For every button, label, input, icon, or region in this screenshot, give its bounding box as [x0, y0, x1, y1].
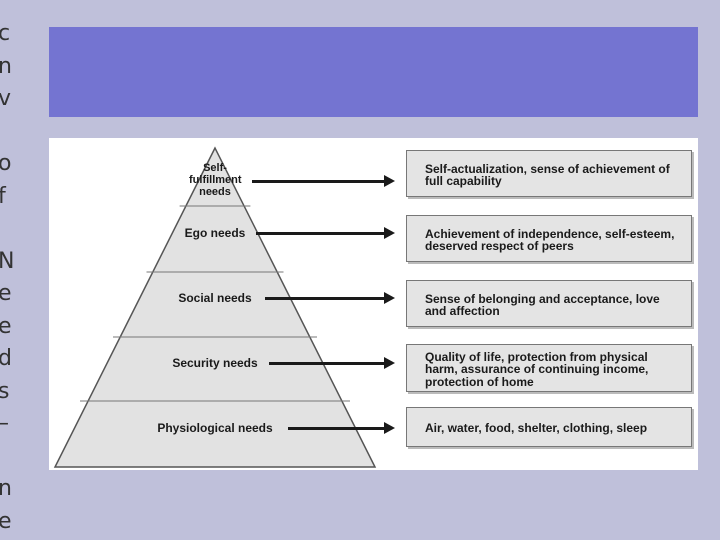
description-box-ego: Achievement of independence, self-esteem… — [406, 215, 692, 262]
arrow-right-icon — [265, 292, 395, 304]
side-char — [0, 116, 22, 149]
side-char — [0, 441, 22, 474]
side-char: – — [0, 408, 22, 441]
description-box-physiological: Air, water, food, shelter, clothing, sle… — [406, 407, 692, 447]
description-text: Quality of life, protection from physica… — [425, 349, 649, 389]
slide-title-bar — [49, 27, 698, 117]
arrow-right-icon — [269, 357, 395, 369]
side-char: v — [0, 86, 12, 111]
side-char: n — [0, 53, 12, 79]
level-label-physiological: Physiological needs — [157, 421, 273, 435]
side-char: o — [0, 151, 12, 176]
description-box-self-fulfillment: Self-actualization, sense of achievement… — [406, 150, 692, 197]
description-text: Sense of belonging and acceptance, love … — [425, 291, 660, 318]
level-label-social: Social needs — [178, 291, 252, 305]
side-char: e — [0, 508, 12, 534]
arrow-right-icon — [256, 227, 395, 239]
pyramid-shape — [53, 146, 377, 468]
side-char: c — [0, 21, 11, 46]
description-text: Achievement of independence, self-esteem… — [425, 226, 675, 253]
side-char: N — [0, 248, 15, 274]
description-text: Air, water, food, shelter, clothing, sle… — [425, 421, 648, 436]
description-box-social: Sense of belonging and acceptance, love … — [406, 280, 692, 327]
level-label-self-fulfillment: Self-fulfillment needs — [189, 162, 242, 198]
maslow-hierarchy-diagram: Self-fulfillment needs Ego needs Social … — [49, 138, 698, 470]
side-char: f — [0, 183, 6, 209]
side-char: e — [0, 281, 12, 306]
description-text: Self-actualization, sense of achievement… — [425, 161, 670, 188]
side-char: s — [0, 378, 10, 404]
pyramid — [53, 146, 377, 468]
side-char: d — [0, 346, 12, 371]
description-box-security: Quality of life, protection from physica… — [406, 344, 692, 392]
side-char — [0, 213, 22, 246]
level-label-security: Security needs — [172, 356, 258, 370]
side-char: n — [0, 476, 12, 501]
clipped-side-text: c n v o f N e e d s – n e — [0, 18, 22, 538]
side-char: e — [0, 313, 12, 339]
arrow-right-icon — [288, 422, 395, 434]
level-label-ego: Ego needs — [184, 226, 246, 240]
arrow-right-icon — [252, 175, 395, 187]
